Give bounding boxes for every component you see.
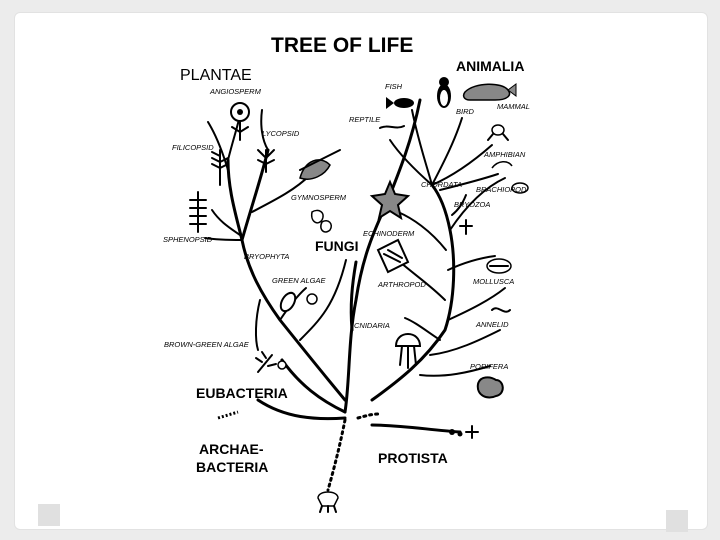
group-bird-label: BIRD bbox=[456, 107, 475, 116]
amphibian-icon bbox=[487, 124, 509, 141]
group-annelid-label: ANNELID bbox=[475, 320, 509, 329]
group-filicopsid-label: FILICOPSID bbox=[172, 143, 214, 152]
green-algae-icon bbox=[279, 291, 318, 313]
filicopsid-icon bbox=[211, 149, 229, 186]
kingdom-archaebacteria-label-line2: BACTERIA bbox=[196, 459, 268, 475]
chordata-icon bbox=[491, 161, 513, 169]
sphenopsid-icon bbox=[189, 191, 207, 233]
brachiopod-icon bbox=[511, 182, 529, 194]
group-cnidaria-label: CNIDARIA bbox=[354, 321, 390, 330]
fish-icon bbox=[386, 97, 414, 109]
lycopsid-icon bbox=[257, 149, 275, 173]
group-reptile-label: REPTILE bbox=[349, 115, 381, 124]
echinoderm-icon bbox=[369, 179, 411, 221]
mammal-icon bbox=[462, 83, 517, 101]
group-bryozoa-label: BRYOZOA bbox=[454, 200, 490, 209]
kingdom-animalia-label: ANIMALIA bbox=[456, 58, 524, 74]
group-mammal-label: MAMMAL bbox=[497, 102, 530, 111]
group-chordata-label: CHORDATA bbox=[421, 180, 462, 189]
group-brachiopod-label: BRACHIOPOD bbox=[476, 185, 527, 194]
group-porifera-label: PORIFERA bbox=[470, 362, 508, 371]
group-fish-label: FISH bbox=[385, 82, 403, 91]
group-arthropod-label: ARTHROPOD bbox=[377, 280, 426, 289]
annelid-icon bbox=[491, 307, 511, 313]
bryophyta-icon bbox=[310, 209, 333, 233]
fungi-icon bbox=[376, 238, 410, 274]
kingdom-plantae-label: PLANTAE bbox=[180, 67, 252, 84]
group-sphenopsid-label: SPHENOPSID bbox=[163, 235, 213, 244]
bryozoa-icon bbox=[459, 219, 473, 235]
group-brown-green-algae-label: BROWN-GREEN ALGAE bbox=[164, 340, 250, 349]
kingdom-fungi-label: FUNGI bbox=[315, 238, 359, 254]
group-angiosperm-label: ANGIOSPERM bbox=[209, 87, 262, 96]
kingdom-archaebacteria-label-line1: ARCHAE- bbox=[199, 441, 264, 457]
eubacteria-icon bbox=[217, 410, 239, 420]
group-echinoderm-label: ECHINODERM bbox=[363, 229, 415, 238]
group-mollusca-label: MOLLUSCA bbox=[473, 277, 514, 286]
brown-green-algae-icon bbox=[255, 351, 287, 373]
bird-icon bbox=[437, 77, 451, 108]
organism-sketches bbox=[189, 77, 529, 513]
porifera-icon bbox=[476, 376, 504, 399]
group-bryophyta-label: BRYOPHYTA bbox=[244, 252, 289, 261]
protista-icon bbox=[449, 425, 479, 439]
angiosperm-icon bbox=[230, 102, 250, 141]
corner-mark-right bbox=[666, 510, 688, 532]
group-gymnosperm-label: GYMNOSPERM bbox=[291, 193, 347, 202]
reptile-icon bbox=[379, 125, 405, 129]
archaebacteria-base-icon bbox=[317, 491, 339, 513]
mollusca-icon bbox=[486, 258, 512, 274]
group-amphibian-label: AMPHIBIAN bbox=[483, 150, 526, 159]
gymnosperm-icon bbox=[299, 149, 341, 180]
kingdom-protista-label: PROTISTA bbox=[378, 450, 448, 466]
diagram-title: TREE OF LIFE bbox=[271, 34, 413, 57]
cnidaria-icon bbox=[394, 333, 422, 369]
kingdom-eubacteria-label: EUBACTERIA bbox=[196, 385, 288, 401]
corner-mark-left bbox=[38, 504, 60, 526]
group-green-algae-label: GREEN ALGAE bbox=[272, 276, 326, 285]
group-lycopsid-label: LYCOPSID bbox=[262, 129, 300, 138]
